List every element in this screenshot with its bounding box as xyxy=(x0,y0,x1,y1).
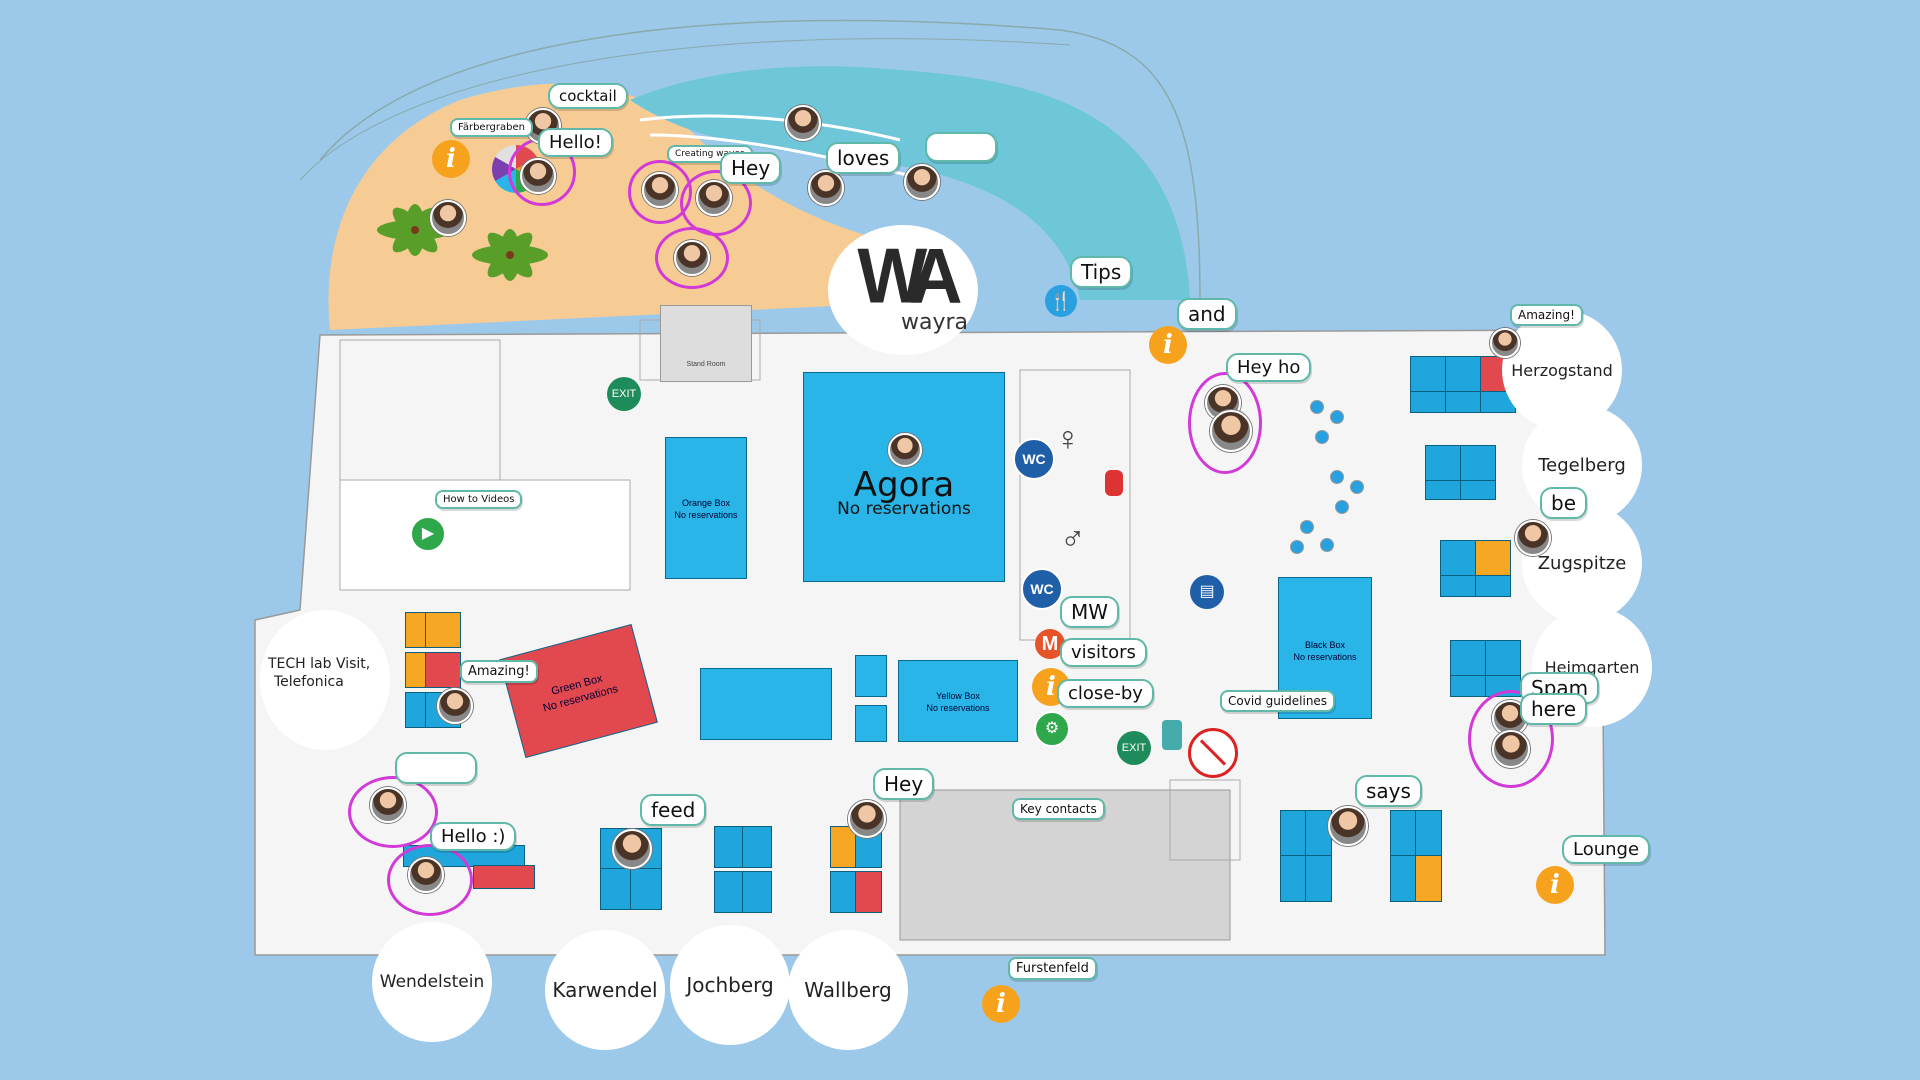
avatar[interactable] xyxy=(696,180,732,216)
info-icon[interactable]: i xyxy=(1536,866,1574,904)
exit-icon[interactable]: EXIT xyxy=(1117,731,1151,765)
room-jochberg[interactable]: Jochberg xyxy=(670,925,790,1045)
toilet-women-icon: ♀ xyxy=(1055,420,1081,458)
chat-bubble[interactable]: Covid guidelines xyxy=(1220,690,1336,712)
avatar[interactable] xyxy=(785,105,821,141)
avatar[interactable] xyxy=(1328,806,1368,846)
agora-subtitle: No reservations xyxy=(837,499,971,519)
avatar[interactable] xyxy=(642,172,678,208)
chat-bubble[interactable]: Amazing! xyxy=(1510,304,1583,326)
wc-icon[interactable]: WC xyxy=(1021,568,1063,610)
avatar[interactable] xyxy=(370,787,406,823)
video-icon[interactable]: ▶ xyxy=(410,516,446,552)
chat-bubble[interactable] xyxy=(925,132,997,162)
palm-tree-icon xyxy=(470,225,550,285)
yellow-box-subtitle: No reservations xyxy=(926,703,990,713)
chat-bubble[interactable]: Hey xyxy=(720,152,782,184)
printer-icon[interactable]: ▤ xyxy=(1190,575,1224,609)
chat-bubble[interactable]: and xyxy=(1177,298,1237,330)
avatar[interactable] xyxy=(1490,328,1520,358)
room-stand[interactable]: Stand Room xyxy=(660,305,752,382)
visitors-icon[interactable]: ⚙ xyxy=(1034,711,1070,747)
avatar[interactable] xyxy=(408,857,444,893)
chat-bubble[interactable]: visitors xyxy=(1060,638,1147,667)
avatar[interactable] xyxy=(612,829,652,869)
chat-bubble[interactable]: feed xyxy=(640,794,707,826)
avatar[interactable] xyxy=(1492,730,1530,768)
avatar[interactable] xyxy=(437,688,473,724)
avatar[interactable] xyxy=(904,164,940,200)
proximity-ring xyxy=(348,776,438,848)
chat-bubble[interactable]: Key contacts xyxy=(1012,798,1105,820)
room-stand-title: Stand Room xyxy=(686,361,726,368)
avatar[interactable] xyxy=(520,158,556,194)
chat-bubble[interactable]: Amazing! xyxy=(460,660,538,683)
toilet-men-icon: ♂ xyxy=(1060,520,1086,558)
chat-bubble[interactable]: Hello! xyxy=(538,128,613,157)
orange-box-title: Orange Box xyxy=(681,498,731,508)
tech-lab-label-2: Telefonica xyxy=(274,674,344,690)
room-karwendel[interactable]: Karwendel xyxy=(545,930,665,1050)
proximity-ring xyxy=(387,844,473,916)
fire-extinguisher-icon xyxy=(1105,470,1123,496)
room-wallberg[interactable]: Wallberg xyxy=(788,930,908,1050)
room-heimgarten[interactable]: Heimgarten xyxy=(1532,607,1652,727)
covid-icon[interactable] xyxy=(1188,728,1238,778)
chat-bubble[interactable]: Lounge xyxy=(1562,835,1651,864)
black-box-subtitle: No reservations xyxy=(1293,652,1357,662)
orange-box-subtitle: No reservations xyxy=(674,510,738,520)
info-icon[interactable]: i xyxy=(1149,326,1187,364)
chat-bubble[interactable]: be xyxy=(1540,487,1587,519)
exit-icon[interactable]: EXIT xyxy=(607,377,641,411)
room-agora[interactable]: Agora No reservations xyxy=(803,372,1005,582)
info-icon[interactable]: i xyxy=(432,140,470,178)
avatar[interactable] xyxy=(808,170,844,206)
agora-title: Agora xyxy=(853,465,955,505)
proximity-ring xyxy=(1188,372,1262,474)
wayra-logo: WA wayra xyxy=(828,225,978,355)
room-tech-lab[interactable] xyxy=(260,610,390,750)
chat-bubble[interactable]: loves xyxy=(826,142,901,174)
chat-bubble[interactable]: says xyxy=(1355,775,1422,807)
avatar[interactable] xyxy=(430,200,466,236)
chat-bubble[interactable]: Hello :) xyxy=(430,822,517,851)
chat-bubble[interactable]: Hey ho xyxy=(1226,353,1312,382)
sanitizer-icon xyxy=(1162,720,1182,750)
chat-bubble[interactable]: Hey xyxy=(873,768,935,800)
chat-bubble[interactable] xyxy=(395,752,477,784)
room-small-1[interactable] xyxy=(700,668,832,740)
info-icon[interactable]: i xyxy=(982,985,1020,1023)
chat-bubble[interactable]: here xyxy=(1520,693,1588,725)
room-small-3[interactable] xyxy=(855,705,887,742)
chat-bubble[interactable]: Furstenfeld xyxy=(1008,957,1097,980)
mw-badge-icon[interactable]: M xyxy=(1035,629,1065,659)
yellow-box-title: Yellow Box xyxy=(936,691,980,701)
black-box-title: Black Box xyxy=(1304,640,1346,650)
avatar[interactable] xyxy=(1210,410,1252,452)
logo-text: wayra xyxy=(900,310,968,335)
proximity-ring xyxy=(655,227,729,289)
chat-bubble[interactable]: Tips xyxy=(1070,256,1133,288)
chat-bubble[interactable]: How to Videos xyxy=(435,490,523,509)
chat-bubble[interactable]: MW xyxy=(1060,596,1120,628)
food-icon[interactable]: 🍴 xyxy=(1045,285,1077,317)
chat-bubble[interactable]: close-by xyxy=(1057,679,1154,708)
room-small-2[interactable] xyxy=(855,655,887,697)
avatar[interactable] xyxy=(674,240,710,276)
tech-lab-label-1: TECH lab Visit, xyxy=(268,656,371,672)
avatar[interactable] xyxy=(848,800,886,838)
avatar[interactable] xyxy=(888,433,922,467)
proximity-ring xyxy=(1468,690,1554,788)
logo-mark: WA xyxy=(857,231,962,320)
avatar[interactable] xyxy=(1515,520,1551,556)
chat-bubble[interactable]: Färbergraben xyxy=(450,118,533,137)
room-orange-box[interactable]: Orange Box No reservations xyxy=(665,437,747,579)
wc-icon[interactable]: WC xyxy=(1013,438,1055,480)
room-wendelstein[interactable]: Wendelstein xyxy=(372,922,492,1042)
chat-bubble[interactable]: cocktail xyxy=(548,83,628,109)
room-yellow-box[interactable]: Yellow Box No reservations xyxy=(898,660,1018,742)
